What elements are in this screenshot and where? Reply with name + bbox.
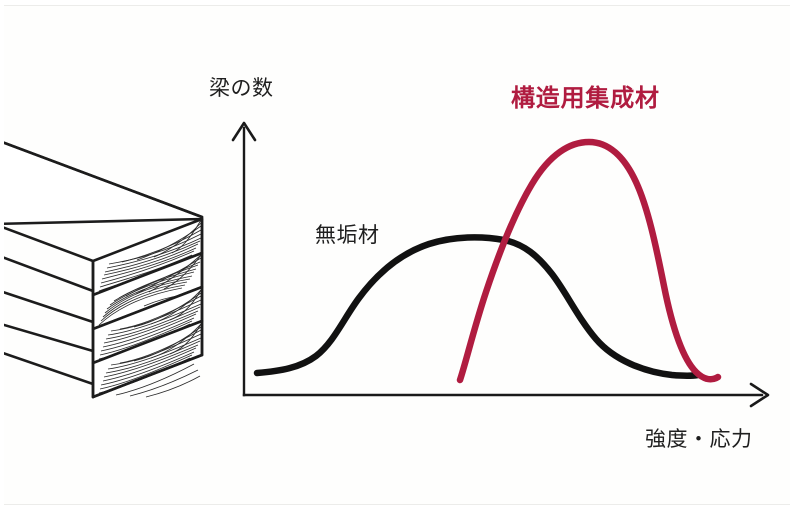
beam-side-face-laminations [4, 141, 204, 386]
beam-top-face [4, 141, 204, 226]
grain-lamination-4 [98, 323, 202, 398]
beam-bottom-edge [91, 353, 204, 399]
curve-solid-wood [253, 234, 702, 379]
chart-axes [231, 121, 770, 408]
glulam-strength-distribution-figure: 梁の数 強度・応力 無垢材 構造用集成材 [4, 76, 770, 451]
glulam-beam-illustration [4, 141, 204, 399]
y-axis-arrow-icon [231, 121, 257, 142]
x-axis-label: 強度・応力 [645, 427, 753, 451]
series-label-glulam: 構造用集成材 [511, 84, 660, 112]
series-label-solid-wood: 無垢材 [315, 223, 380, 247]
figure-card: 梁の数 強度・応力 無垢材 構造用集成材 [4, 5, 790, 505]
curve-glulam [456, 138, 722, 384]
x-axis-arrow-icon [749, 382, 770, 408]
beam-end-face [91, 217, 204, 399]
y-axis-label: 梁の数 [209, 76, 274, 100]
